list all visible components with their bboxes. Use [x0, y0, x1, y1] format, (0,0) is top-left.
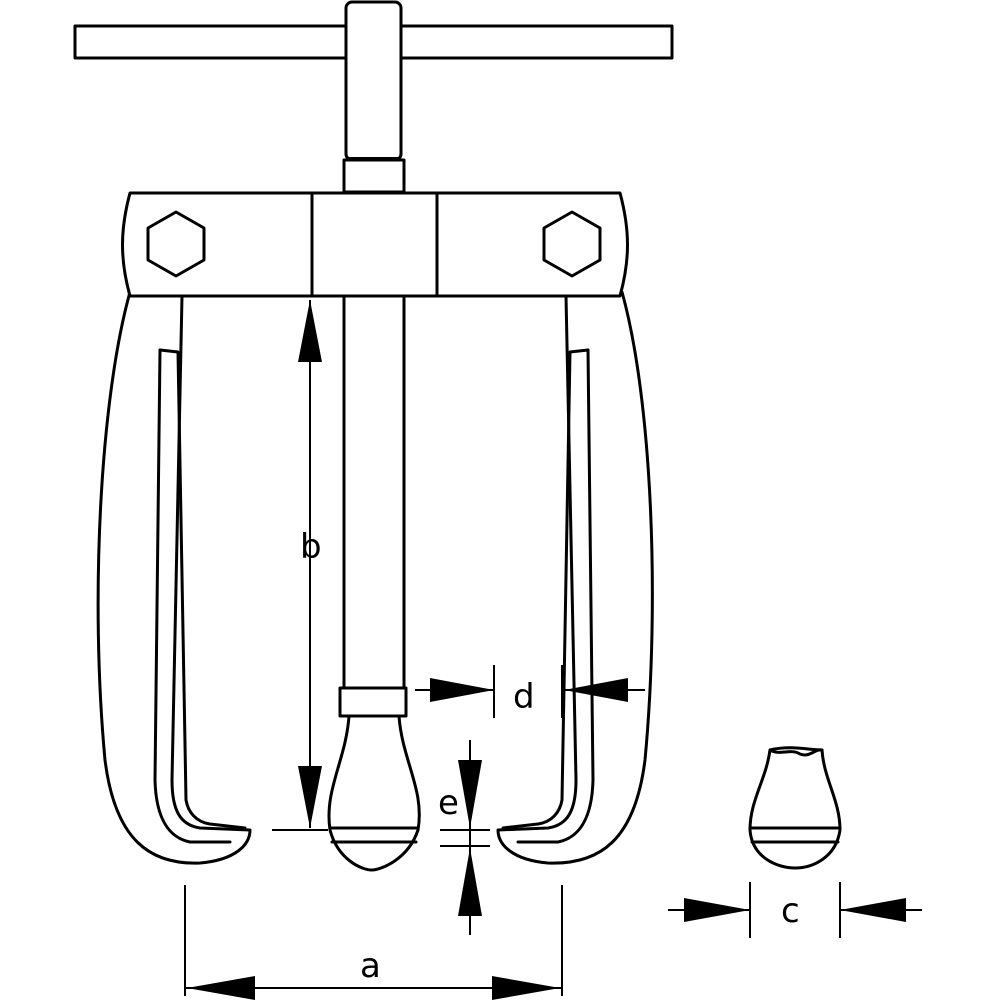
dimension-b — [272, 300, 328, 831]
label-a: a — [360, 946, 381, 986]
dimension-c — [668, 882, 922, 938]
label-d: d — [513, 677, 535, 717]
label-c: c — [781, 891, 800, 931]
left-leg — [96, 290, 252, 865]
dimension-d — [415, 665, 645, 718]
label-e: e — [438, 783, 459, 823]
spindle-collar — [342, 158, 406, 194]
spindle-tip — [327, 714, 421, 872]
yoke — [121, 191, 629, 298]
right-leg-slot — [501, 348, 590, 830]
right-leg — [496, 290, 654, 865]
spindle-top — [344, 0, 403, 162]
spindle-ring — [338, 686, 408, 718]
hex-nut-left — [146, 210, 206, 278]
dimension-a — [184, 885, 563, 1000]
hex-nut-right — [542, 210, 602, 278]
left-leg-slot — [158, 348, 247, 830]
label-b: b — [300, 527, 322, 567]
tip-detail — [748, 746, 842, 870]
spindle-shaft — [342, 294, 406, 690]
dimension-e — [440, 740, 490, 935]
